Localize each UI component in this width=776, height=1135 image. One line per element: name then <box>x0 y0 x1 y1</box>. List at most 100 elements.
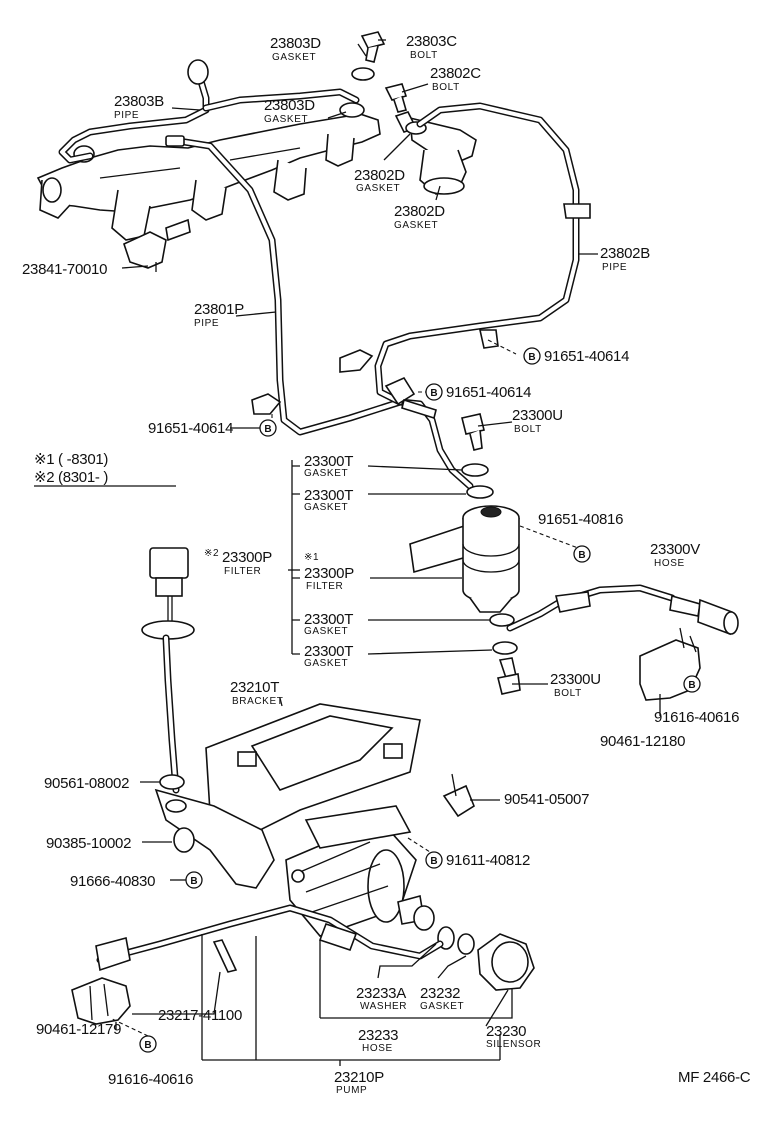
svg-text:23300P: 23300P <box>304 565 354 582</box>
svg-text:23233: 23233 <box>358 1027 398 1044</box>
svg-text:GASKET: GASKET <box>304 658 348 669</box>
svg-text:91651-40614: 91651-40614 <box>544 348 629 365</box>
clamp-upper <box>339 349 374 373</box>
svg-text:※2: ※2 <box>34 469 54 486</box>
label-91611: 91611-40812 <box>446 852 530 869</box>
label-23802D-a: 23802D GASKET <box>354 167 406 194</box>
svg-text:( -8301): ( -8301) <box>58 451 108 468</box>
svg-text:BOLT: BOLT <box>554 688 582 699</box>
screw-90541 <box>442 773 475 818</box>
svg-text:WASHER: WASHER <box>360 1001 407 1012</box>
svg-text:23300V: 23300V <box>650 541 700 558</box>
label-23217: 23217-41100 <box>158 1007 242 1024</box>
svg-text:23300U: 23300U <box>550 671 601 688</box>
label-23803B: 23803B PIPE <box>114 93 165 121</box>
bushing-90385 <box>173 827 195 853</box>
svg-text:FILTER: FILTER <box>224 566 261 577</box>
label-23300U-top: 23300U BOLT <box>512 407 563 435</box>
label-90385: 90385-10002 <box>46 835 131 852</box>
pipe-23801P <box>165 135 474 490</box>
svg-text:91616-40616: 91616-40616 <box>108 1071 193 1088</box>
svg-text:B: B <box>264 424 271 435</box>
label-23300P-right: ※1 23300P FILTER <box>304 552 355 592</box>
label-23300U-bottom: 23300U BOLT <box>550 671 601 699</box>
svg-text:23232: 23232 <box>420 985 460 1002</box>
clamp-middle <box>384 376 416 406</box>
label-23803C: 23803C BOLT <box>406 33 458 61</box>
b-marker-3: B <box>259 419 277 437</box>
label-23300V: 23300V HOSE <box>650 541 701 569</box>
svg-text:91611-40812: 91611-40812 <box>446 852 530 869</box>
gasket-23803D-mid <box>339 102 365 118</box>
gasket-23803D-top <box>351 67 375 81</box>
label-91651-b: 91651-40614 <box>446 384 531 401</box>
pump-23210P <box>285 805 435 937</box>
figure-code: MF 2466-C <box>678 1069 751 1086</box>
b-marker-2: B <box>425 383 443 401</box>
svg-text:90461-12180: 90461-12180 <box>600 733 685 750</box>
svg-text:PIPE: PIPE <box>602 262 627 273</box>
pipe-23802B <box>374 102 591 406</box>
svg-text:23803D: 23803D <box>264 97 315 114</box>
svg-text:B: B <box>144 1040 151 1051</box>
svg-text:PUMP: PUMP <box>336 1085 367 1096</box>
svg-text:BOLT: BOLT <box>410 50 438 61</box>
gasket-23232 <box>457 933 475 955</box>
label-90461-12179: 90461-12179 <box>36 1021 121 1038</box>
pipe-23803B <box>58 59 360 164</box>
svg-text:B: B <box>430 856 437 867</box>
svg-text:※2: ※2 <box>204 548 219 559</box>
svg-text:GASKET: GASKET <box>304 502 348 513</box>
svg-text:90561-08002: 90561-08002 <box>44 775 129 792</box>
clamp-left <box>251 393 282 415</box>
label-23300T-2: 23300T GASKET <box>304 487 354 513</box>
svg-text:23210P: 23210P <box>334 1069 384 1086</box>
label-91616-right: 91616-40616 <box>654 709 739 726</box>
bolt-23802C <box>384 83 408 113</box>
leader-lines <box>109 39 693 1066</box>
svg-text:(8301- ): (8301- ) <box>58 469 108 486</box>
svg-text:B: B <box>688 680 695 691</box>
label-23210T: 23210T BRACKET <box>230 679 283 707</box>
label-23210P: 23210P PUMP <box>334 1069 385 1096</box>
svg-text:HOSE: HOSE <box>362 1043 393 1054</box>
svg-text:90385-10002: 90385-10002 <box>46 835 131 852</box>
svg-text:GASKET: GASKET <box>356 183 400 194</box>
b-marker-4: B <box>573 545 591 563</box>
label-23801P: 23801P PIPE <box>194 301 245 329</box>
svg-text:23300P: 23300P <box>222 549 272 566</box>
label-23233A: 23233A WASHER <box>356 985 407 1012</box>
label-23232: 23232 GASKET <box>420 985 464 1012</box>
label-91616-left: 91616-40616 <box>108 1071 193 1088</box>
svg-text:23801P: 23801P <box>194 301 244 318</box>
clamp-90461-12179 <box>71 977 131 1025</box>
svg-text:23300T: 23300T <box>304 487 353 504</box>
svg-text:BRACKET: BRACKET <box>232 696 283 707</box>
svg-text:23802C: 23802C <box>430 65 481 82</box>
svg-text:90541-05007: 90541-05007 <box>504 791 589 808</box>
svg-text:PIPE: PIPE <box>194 318 219 329</box>
b-marker-5: B <box>683 675 701 693</box>
svg-text:23233A: 23233A <box>356 985 406 1002</box>
svg-text:GASKET: GASKET <box>264 114 308 125</box>
note-1: ※1 ( -8301) <box>34 451 109 468</box>
svg-text:※1: ※1 <box>34 451 54 468</box>
svg-text:MF 2466-C: MF 2466-C <box>678 1069 751 1086</box>
b-marker-6: B <box>425 851 443 869</box>
svg-text:GASKET: GASKET <box>394 220 438 231</box>
label-91651-40816: 91651-40816 <box>538 511 623 528</box>
svg-text:23300T: 23300T <box>304 453 353 470</box>
label-23233: 23233 HOSE <box>358 1027 399 1054</box>
vsv-connector <box>141 547 195 794</box>
bolt-23300U-bottom <box>497 657 521 695</box>
label-23300T-1: 23300T GASKET <box>304 453 354 479</box>
label-23803D-mid: 23803D GASKET <box>264 97 316 125</box>
svg-text:23300U: 23300U <box>512 407 563 424</box>
label-23802C: 23802C BOLT <box>430 65 482 93</box>
svg-text:B: B <box>190 876 197 887</box>
hose-23300V <box>506 584 739 636</box>
svg-text:SILENSOR: SILENSOR <box>486 1039 541 1050</box>
svg-text:HOSE: HOSE <box>654 558 685 569</box>
